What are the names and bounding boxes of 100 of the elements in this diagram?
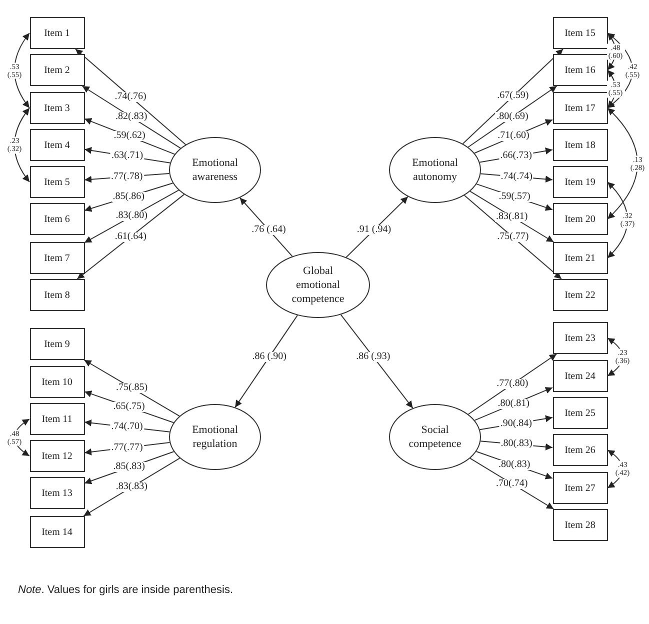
node-label: Emotional awareness — [191, 156, 239, 184]
node-label: Item 28 — [564, 520, 596, 530]
item-box — [552, 242, 608, 274]
node-label: Item 16 — [564, 64, 596, 76]
covariance-arrow — [607, 108, 638, 220]
item-box — [552, 203, 608, 235]
node-label: Item 21 — [564, 252, 596, 264]
item-box — [552, 472, 608, 504]
node-label: Item 7 — [44, 252, 70, 264]
edge-label: .74(.76) — [114, 92, 148, 102]
edge-label: .83(.81) — [495, 212, 529, 222]
covariance-arrow — [14, 108, 30, 182]
item-box — [30, 366, 84, 398]
edge-label: .83(.83) — [114, 482, 148, 492]
node-label: Item 3 — [44, 102, 70, 114]
edge-label: .85(.83) — [112, 462, 146, 472]
item-box — [30, 403, 84, 435]
edge-label: .90(.84) — [499, 418, 533, 429]
edge-label: .75(.85) — [114, 383, 149, 394]
edge-label: .80(.81) — [496, 398, 530, 409]
edge-label: .86 (.93) — [355, 352, 392, 362]
arrow — [74, 48, 186, 146]
node-label: Item 15 — [564, 28, 596, 38]
item-box — [30, 328, 84, 360]
edge-label: .74(.74) — [500, 172, 534, 182]
edge-label: .74(.70) — [110, 422, 144, 432]
edge-label: .59(.62) — [112, 131, 146, 142]
node-label: Item 18 — [564, 140, 596, 150]
node-label: Emotional autonomy — [411, 156, 459, 184]
node-label: Item 13 — [42, 488, 72, 498]
edge-label: .70(.74) — [495, 478, 529, 489]
node-label: Item 2 — [44, 64, 70, 76]
item-box — [552, 434, 608, 466]
node-label: Item 22 — [564, 290, 596, 300]
edge-label: .75(.77) — [496, 232, 530, 242]
node-label: Emotional regulation — [191, 422, 239, 452]
edge-label: .71(.60) — [496, 131, 530, 142]
item-box — [30, 166, 84, 198]
edge-label: .61(.64) — [114, 232, 148, 242]
node-label: Item 9 — [44, 338, 70, 350]
node-label: Item 17 — [564, 102, 596, 114]
item-box — [30, 440, 84, 472]
arrow — [340, 314, 414, 409]
item-box — [30, 242, 84, 274]
item-box — [552, 54, 608, 86]
covariance-arrow — [14, 32, 30, 108]
node-label: Item 12 — [42, 450, 72, 462]
item-box — [552, 17, 608, 49]
item-box — [30, 516, 84, 548]
node-label: Item 4 — [44, 140, 70, 150]
edge-label: .65(.75) — [112, 402, 146, 412]
item-box — [552, 279, 608, 311]
edge-label: .80(.83) — [498, 460, 532, 470]
item-box — [30, 477, 84, 509]
arrow — [234, 314, 298, 408]
node-label: Item 24 — [564, 370, 596, 382]
item-box — [30, 54, 84, 86]
item-box — [30, 203, 84, 235]
item-box — [552, 509, 608, 541]
item-box — [30, 279, 84, 311]
node-label: Item 25 — [564, 408, 596, 418]
item-box — [552, 92, 608, 124]
edge-label: .77(.78) — [110, 172, 144, 182]
node-label: Item 19 — [564, 176, 596, 188]
latent-factor-ellipse — [169, 137, 261, 203]
node-label: Item 8 — [44, 290, 70, 300]
edge-label: .86 (.90) — [251, 352, 288, 362]
node-label: Global emotional competence — [290, 264, 346, 306]
item-box — [552, 360, 608, 392]
node-label: Item 11 — [42, 414, 72, 424]
edge-label: .59(.57) — [498, 192, 532, 202]
edge-label: .77(.77) — [110, 442, 144, 453]
item-box — [552, 129, 608, 161]
arrow — [464, 194, 562, 280]
item-box — [552, 166, 608, 198]
node-label: Item 14 — [42, 526, 72, 538]
covariance-arrow — [14, 418, 30, 456]
node-label: Item 20 — [564, 214, 596, 224]
note-caption: Note. Values for girls are inside parenthesis. — [18, 584, 234, 596]
node-label: Item 26 — [564, 444, 596, 456]
edge-label: .77(.80) — [496, 379, 530, 390]
arrow — [462, 48, 564, 144]
item-box — [30, 17, 84, 49]
edge-label: .80(.83) — [500, 439, 534, 450]
item-box — [552, 397, 608, 429]
node-label: Item 1 — [44, 28, 70, 38]
latent-factor-ellipse — [389, 137, 481, 203]
edge-label: .66(.73) — [499, 151, 533, 161]
edge-label: .63(.71) — [110, 151, 144, 162]
edge-label: .91 (.94) — [356, 224, 392, 235]
arrow — [76, 194, 185, 280]
edge-label: .85(.86) — [112, 192, 146, 202]
node-label: Item 5 — [44, 176, 70, 188]
edge-label: .82(.83) — [114, 112, 148, 122]
node-label: Social competence — [408, 422, 462, 452]
edge-label: .76 (.64) — [250, 224, 287, 235]
node-label: Item 6 — [44, 214, 70, 224]
edge-label: .67(.59) — [496, 91, 530, 102]
node-label: Item 27 — [564, 482, 596, 494]
node-label: Item 10 — [42, 376, 72, 388]
